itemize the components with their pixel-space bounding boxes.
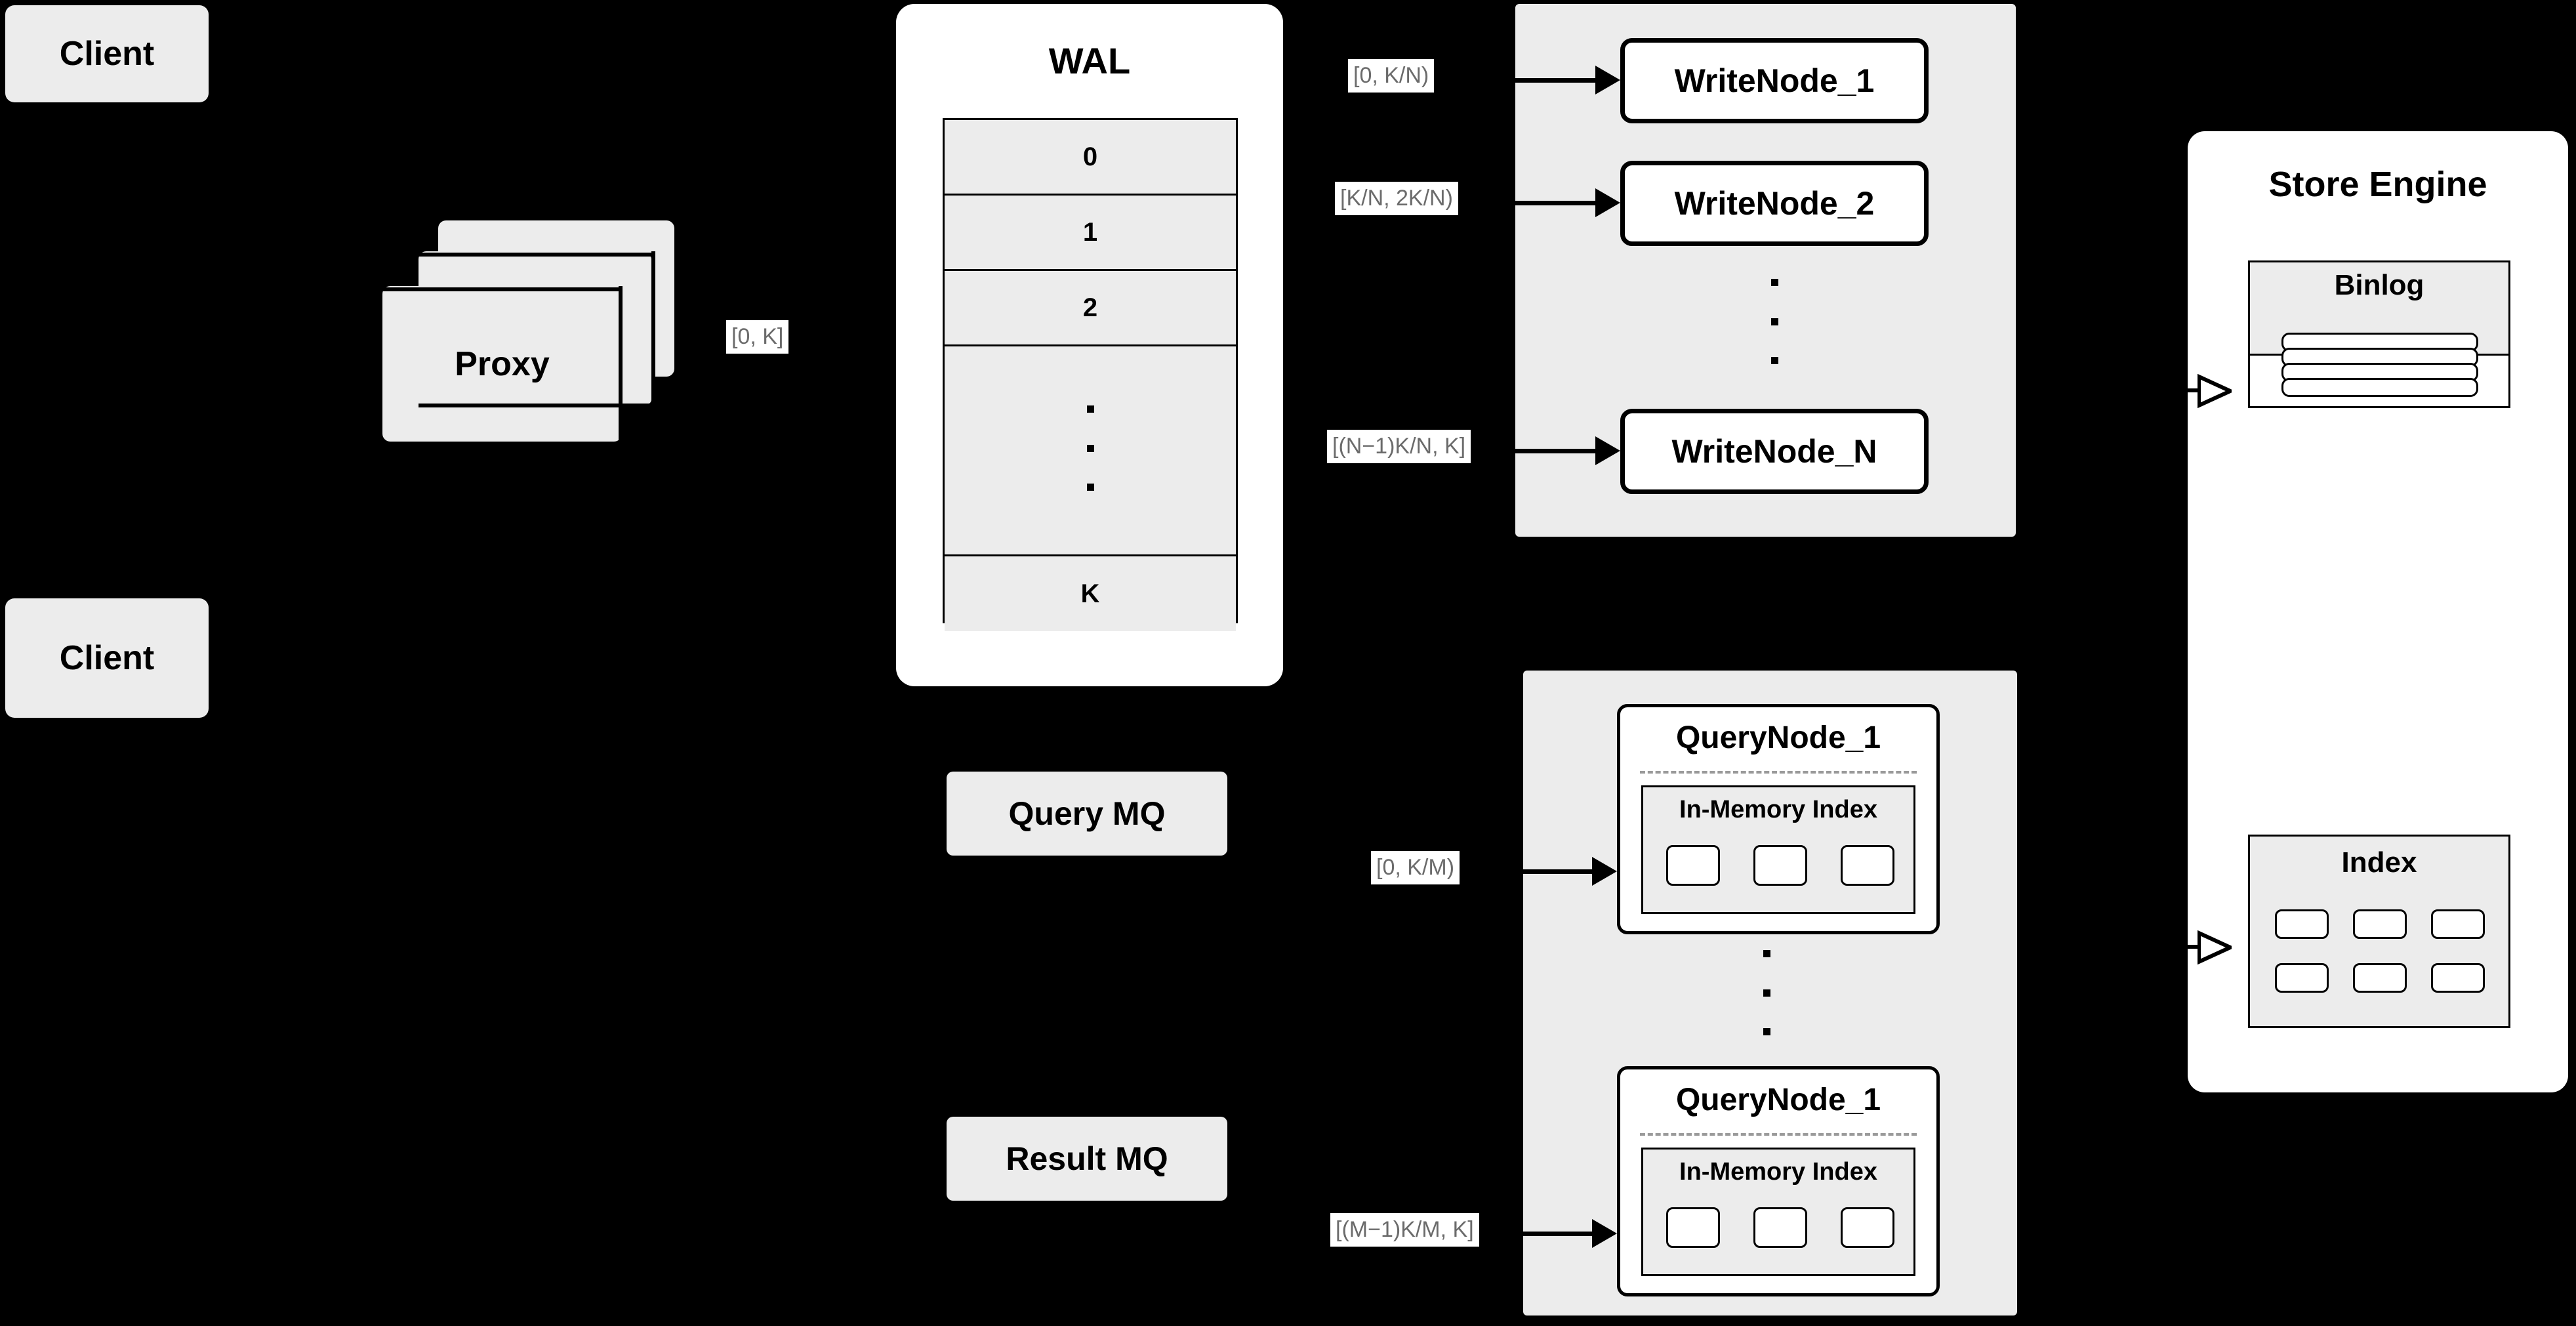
binlog-arrow-line (2168, 388, 2199, 392)
index-segment-chip[interactable] (1753, 1207, 1807, 1248)
wal-row: 0 (945, 120, 1236, 196)
proxy-stack-edge-2 (419, 253, 655, 257)
query-range-label-m: [(M−1)K/M, K] (1330, 1213, 1479, 1247)
wal-row-value: 2 (1082, 293, 1098, 322)
query-arrow-1-line (1523, 869, 1592, 874)
query-node-m-label: QueryNode_1 (1675, 1083, 1881, 1117)
binlog-title: Binlog (2334, 269, 2424, 301)
index-segment-chip[interactable] (1841, 1207, 1894, 1248)
binlog-container (2248, 260, 2510, 408)
query-node-m-index-segments (1666, 1207, 1894, 1248)
write-arrow-n-line (1515, 449, 1595, 453)
query-node-1-index-label: In-Memory Index (1679, 796, 1877, 823)
proxy-label: Proxy (455, 344, 550, 383)
query-node-m-divider (1640, 1133, 1917, 1136)
query-node-1-divider (1640, 771, 1917, 774)
client-node-2[interactable]: Client (5, 598, 209, 718)
wal-row: 1 (945, 196, 1236, 271)
client-node-2-label: Client (59, 639, 155, 677)
write-arrow-2-line (1515, 201, 1595, 205)
proxy-stack-edge-4 (382, 287, 620, 291)
query-node-m-index-label: In-Memory Index (1679, 1158, 1877, 1186)
write-node-n[interactable]: WriteNode_N (1620, 409, 1929, 494)
query-cluster-vertical-ellipsis-icon (1763, 950, 1770, 1035)
store-engine-title: Store Engine (2268, 165, 2487, 204)
binlog-arrow-head-icon (2198, 374, 2232, 408)
write-arrow-1-line (1515, 78, 1595, 83)
write-node-2[interactable]: WriteNode_2 (1620, 161, 1929, 246)
wal-title: WAL (1048, 40, 1131, 81)
write-range-label-2: [K/N, 2K/N) (1335, 182, 1458, 215)
wal-row: 2 (945, 271, 1236, 346)
proxy-range-label: [0, K] (726, 320, 789, 354)
write-node-n-label: WriteNode_N (1671, 433, 1877, 470)
index-segment-chip[interactable] (1841, 845, 1894, 886)
write-arrow-2-head-icon (1595, 188, 1620, 217)
query-mq-node[interactable]: Query MQ (947, 772, 1227, 856)
query-arrow-m-line (1523, 1232, 1592, 1236)
query-arrow-1-head-icon (1592, 857, 1617, 886)
index-title: Index (2341, 846, 2417, 879)
wal-vertical-ellipsis-icon (1087, 405, 1094, 491)
write-cluster-vertical-ellipsis-icon (1771, 279, 1778, 364)
write-arrow-n-head-icon (1595, 436, 1620, 465)
index-cell[interactable] (2353, 909, 2407, 939)
index-segment-chip[interactable] (1666, 1207, 1720, 1248)
wal-row-value: K (1080, 579, 1100, 608)
index-cell-row-1 (2275, 909, 2485, 939)
write-node-1[interactable]: WriteNode_1 (1620, 38, 1929, 123)
result-mq-node[interactable]: Result MQ (947, 1117, 1227, 1201)
client-node-1-label: Client (59, 35, 155, 73)
write-range-label-n: [(N−1)K/N, K] (1327, 430, 1471, 463)
client-node-1[interactable]: Client (5, 5, 209, 102)
proxy-node[interactable]: Proxy (382, 286, 622, 442)
wal-entry-table: 0 1 2 K (943, 118, 1238, 631)
proxy-stack-edge-5 (419, 404, 655, 407)
binlog-row (2281, 378, 2478, 397)
proxy-stack-edge-3 (619, 286, 623, 442)
index-cell[interactable] (2431, 963, 2485, 993)
proxy-stack-edge-1 (651, 251, 655, 407)
index-arrow-line (2168, 945, 2199, 949)
index-cell-row-2 (2275, 963, 2485, 993)
query-arrow-m-head-icon (1592, 1219, 1617, 1248)
wal-row-ellipsis (945, 346, 1236, 556)
query-node-1-index-segments (1666, 845, 1894, 886)
index-arrow-head-icon (2198, 930, 2232, 964)
index-cell[interactable] (2353, 963, 2407, 993)
query-range-label-1: [0, K/M) (1371, 851, 1460, 884)
wal-row-value: 1 (1082, 217, 1098, 247)
wal-row: K (945, 556, 1236, 631)
query-mq-label: Query MQ (1008, 795, 1166, 832)
index-segment-chip[interactable] (1666, 845, 1720, 886)
write-node-1-label: WriteNode_1 (1674, 62, 1875, 99)
write-node-2-label: WriteNode_2 (1674, 185, 1875, 222)
index-cell[interactable] (2431, 909, 2485, 939)
write-arrow-1-head-icon (1595, 66, 1620, 94)
wal-row-value: 0 (1082, 142, 1098, 171)
index-segment-chip[interactable] (1753, 845, 1807, 886)
query-node-1-label: QueryNode_1 (1675, 720, 1881, 755)
index-cell[interactable] (2275, 963, 2329, 993)
index-cell[interactable] (2275, 909, 2329, 939)
write-range-label-1: [0, K/N) (1348, 59, 1435, 93)
result-mq-label: Result MQ (1006, 1140, 1168, 1177)
